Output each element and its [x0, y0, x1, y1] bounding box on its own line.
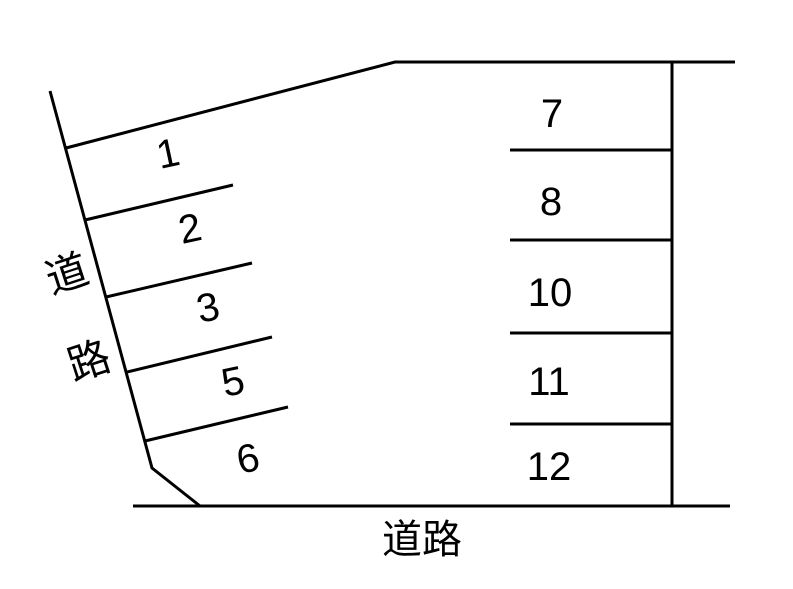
space-label-8: 8 [540, 180, 562, 224]
space-label-12: 12 [527, 445, 572, 489]
top-boundary [65, 60, 735, 150]
space-label-1: 1 [153, 130, 184, 178]
space-label-3: 3 [193, 284, 224, 332]
space-label-11: 11 [528, 360, 570, 404]
left-road-edge [48, 90, 201, 508]
road-label-left-char-1: 道 [40, 245, 94, 303]
space-label-7: 7 [541, 92, 563, 136]
divider-left-1-2 [84, 183, 234, 222]
space-label-5: 5 [218, 358, 249, 406]
space-label-10: 10 [528, 271, 573, 315]
divider-left-3-5 [126, 335, 273, 374]
road-label-left-char-2: 路 [62, 332, 116, 390]
divider-left-2-3 [105, 261, 253, 299]
divider-left-5-6 [144, 405, 289, 443]
space-label-6: 6 [233, 435, 264, 483]
space-label-2: 2 [175, 205, 206, 253]
road-label-bottom: 道路 [382, 518, 462, 562]
